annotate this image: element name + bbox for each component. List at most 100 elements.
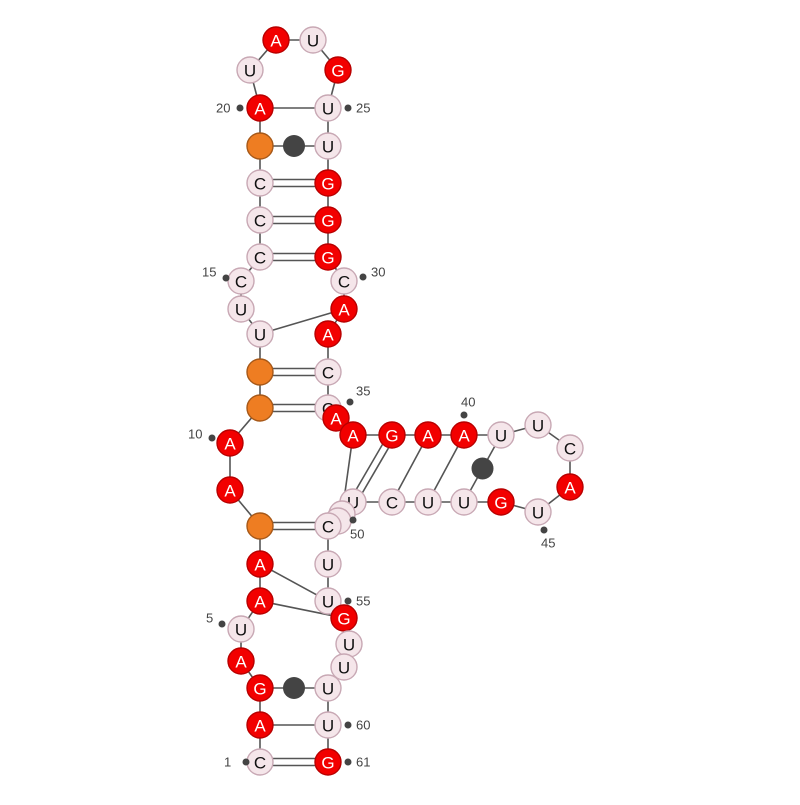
nucleotide-circle: [314, 132, 342, 160]
nucleotide-circle: [314, 587, 342, 615]
nucleotide-15: C: [227, 267, 255, 295]
base-pair-line: [397, 446, 423, 491]
position-label-50: 50: [349, 516, 364, 542]
nucleotide-30: C: [330, 267, 358, 295]
nucleotide-43: A: [556, 473, 584, 501]
nucleotide-letter: G: [321, 249, 334, 268]
noncanonical-pair-dot: [283, 135, 305, 157]
nucleotide-45: G: [487, 488, 515, 516]
backbone-layer: [229, 39, 571, 762]
position-label-61: 61: [344, 755, 370, 770]
nucleotide-41: U: [524, 411, 552, 439]
nucleotide-letter: U: [254, 326, 266, 345]
nucleotide-letter: U: [495, 427, 507, 446]
position-number: 50: [350, 527, 364, 542]
base-pair-line: [271, 569, 317, 596]
nucleotide-letter: C: [322, 364, 334, 383]
nucleotide-letter: U: [235, 301, 247, 320]
nucleotide-circle: [314, 243, 342, 271]
nucleotide-circle: [450, 488, 478, 516]
position-label-35: 35: [346, 384, 370, 406]
nucleotide-letter: C: [322, 518, 334, 537]
nucleotide-circle: [414, 488, 442, 516]
nucleotide-letter: A: [254, 556, 266, 575]
nucleotide-10: A: [216, 429, 244, 457]
nucleotide-letter: G: [337, 610, 350, 629]
position-number: 45: [541, 536, 555, 551]
nucleotide-letter: A: [254, 100, 266, 119]
nucleotide-letter: C: [254, 175, 266, 194]
nucleotide-letter: G: [494, 494, 507, 513]
nucleotide-3: G: [246, 674, 274, 702]
nucleotide-circle: [246, 550, 274, 578]
nucleotide-2: A: [246, 711, 274, 739]
noncanonical-pair-dot: [471, 457, 494, 480]
nucleotide-letter: C: [235, 273, 247, 292]
nucleotide-31: A: [330, 295, 358, 323]
nucleotide-circle: [246, 358, 274, 386]
position-number: 55: [356, 594, 370, 609]
nucleotide-letter: U: [322, 680, 334, 699]
nucleotide-letter: A: [270, 32, 282, 51]
nucleotide-52: C: [314, 512, 342, 540]
position-marker-dot: [344, 597, 352, 605]
nucleotide-letter: U: [322, 556, 334, 575]
position-label-10: 10: [188, 427, 216, 442]
nucleotide-letter: A: [564, 479, 576, 498]
position-label-30: 30: [359, 265, 385, 281]
nucleotide-letter: U: [307, 32, 319, 51]
position-marker-dot: [222, 274, 230, 282]
nucleotide-33: C: [314, 358, 342, 386]
nucleotide-letter: U: [532, 504, 544, 523]
nucleotide-circle: [314, 206, 342, 234]
nucleotide-4: A: [227, 647, 255, 675]
nucleotide-42: C: [556, 434, 584, 462]
nucleotide-letter: A: [330, 410, 342, 429]
nucleotide-circle: [299, 26, 327, 54]
position-marker-dot: [344, 721, 352, 729]
nucleotide-letter: U: [322, 100, 334, 119]
nucleotide-circle: [414, 421, 442, 449]
nucleotide-44: U: [524, 498, 552, 526]
nucleotide-letter: A: [347, 427, 359, 446]
nucleotide-circle: [450, 421, 478, 449]
nucleotide-56: G: [330, 604, 358, 632]
nucleotide-18: C: [246, 169, 274, 197]
nucleotide-circle: [246, 94, 274, 122]
base-pair-line: [433, 446, 459, 491]
nucleotide-circle: [314, 711, 342, 739]
nucleotide-letter: C: [254, 754, 266, 773]
nucleotide-59: U: [314, 674, 342, 702]
position-number: 40: [461, 395, 475, 410]
position-label-45: 45: [540, 526, 555, 551]
position-label-55: 55: [344, 594, 370, 609]
nucleotide-24: G: [324, 56, 352, 84]
position-marker-dot: [236, 104, 244, 112]
nucleotide-23: U: [299, 26, 327, 54]
position-label-5: 5: [206, 611, 226, 628]
nucleotide-54: U: [314, 587, 342, 615]
nucleotide-circle: [246, 320, 274, 348]
nucleotide-letter: G: [253, 680, 266, 699]
nucleotide-letter: G: [321, 754, 334, 773]
nucleotide-19: [246, 132, 274, 160]
nucleotide-circle: [246, 587, 274, 615]
nucleotide-53: U: [314, 550, 342, 578]
base-pair-line: [272, 602, 332, 617]
nucleotide-circle: [330, 604, 358, 632]
nucleotide-1: C: [246, 748, 274, 776]
nucleotide-5: U: [227, 615, 255, 643]
nucleotide-8: [246, 512, 274, 540]
nucleotide-58: U: [330, 653, 358, 681]
nucleotide-letter: U: [532, 417, 544, 436]
nucleotide-35: A: [322, 404, 350, 432]
position-marker-dot: [344, 104, 352, 112]
position-number: 20: [216, 101, 230, 116]
nucleotide-47: U: [414, 488, 442, 516]
position-marker-dot: [540, 526, 548, 534]
position-label-1: 1: [224, 755, 250, 770]
nucleotide-12: [246, 358, 274, 386]
nucleotide-letter: A: [322, 326, 334, 345]
